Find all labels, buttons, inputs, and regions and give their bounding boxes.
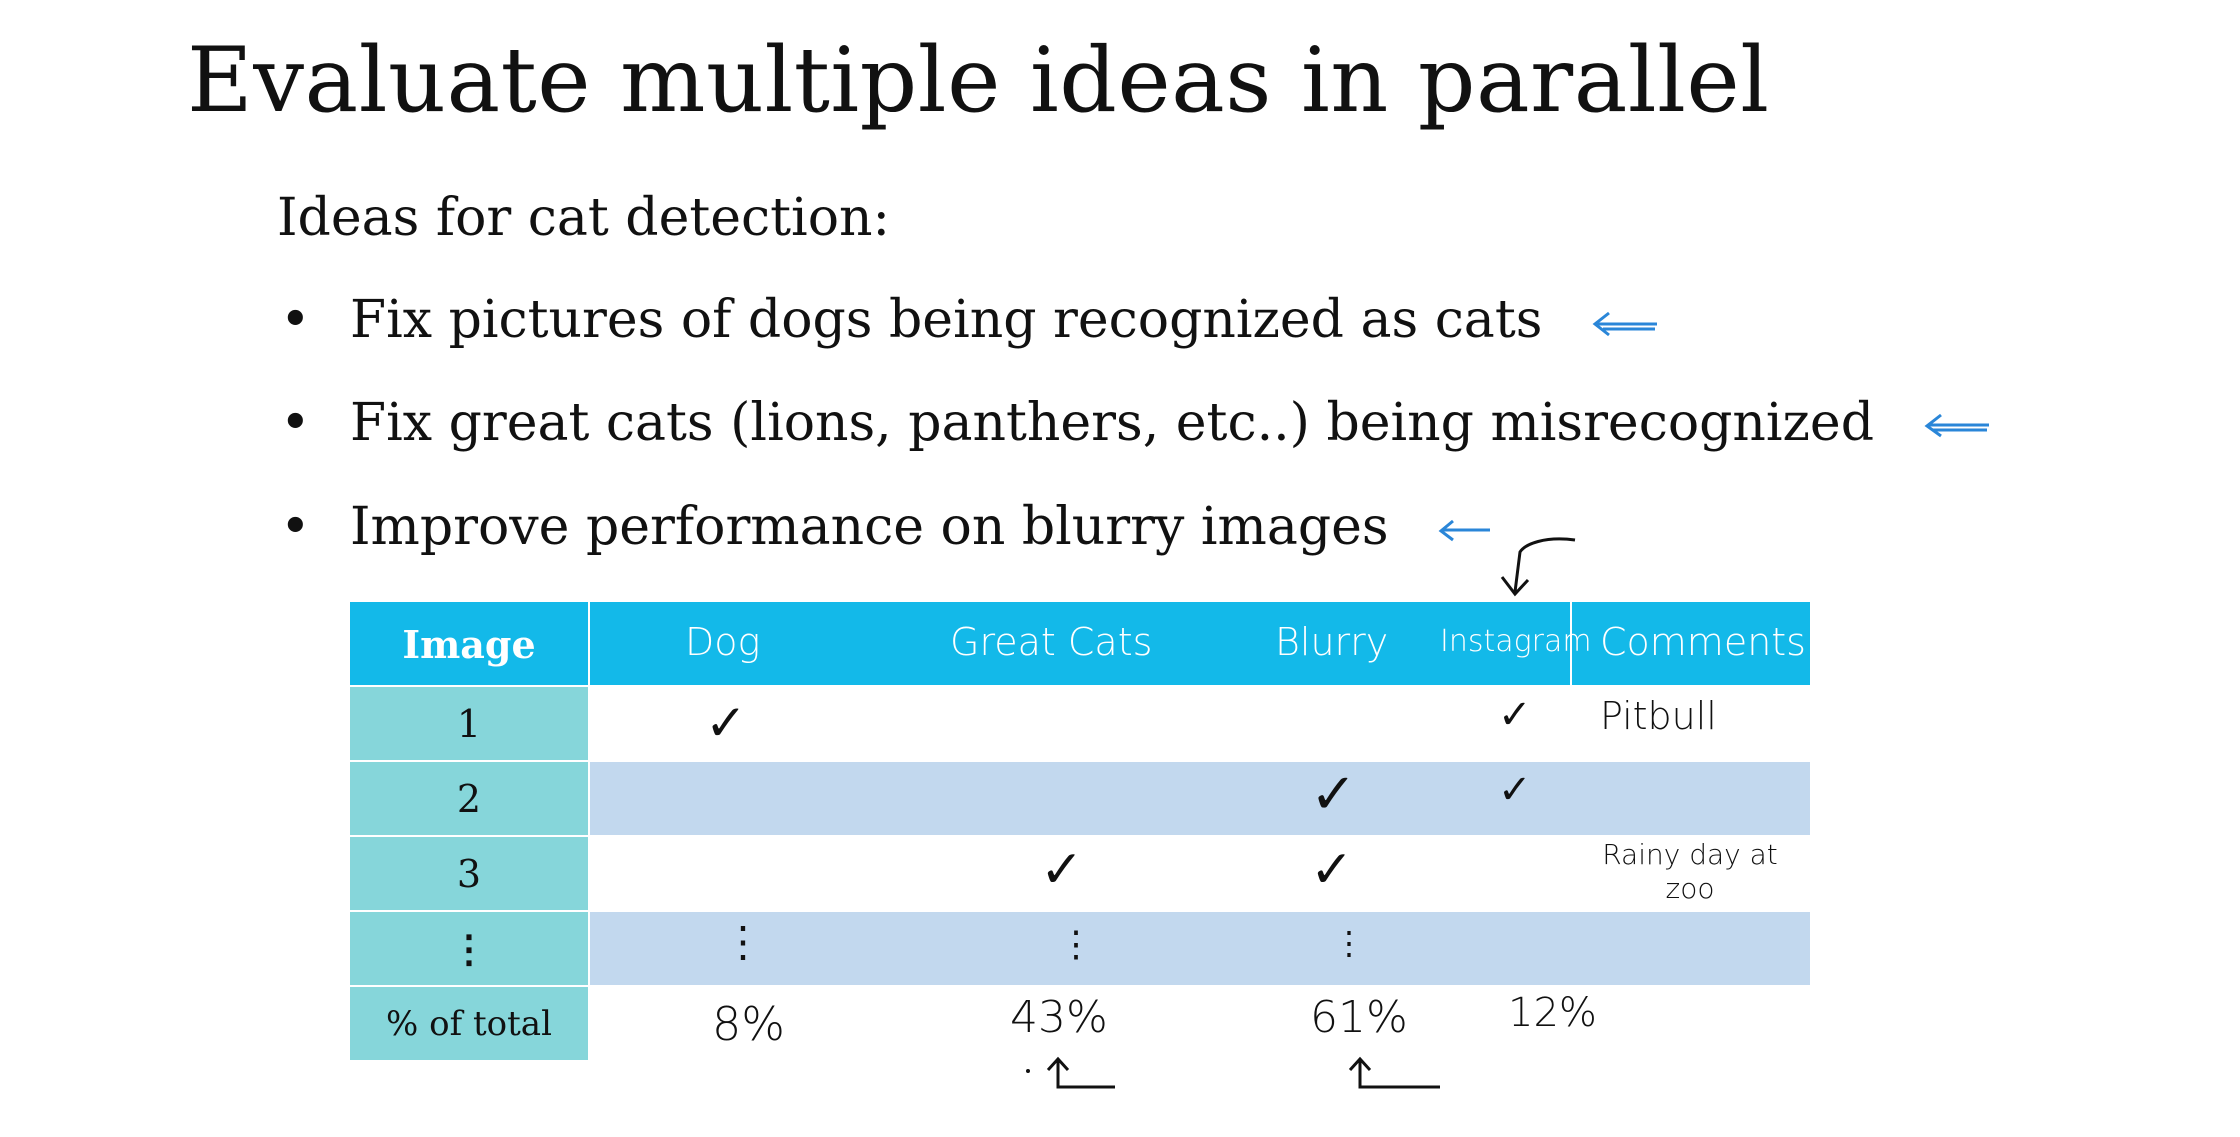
header-image-cell — [350, 602, 588, 685]
bullet-dot: • — [280, 290, 311, 350]
bullet-dot: • — [280, 497, 311, 557]
header-dog: Dog — [685, 620, 761, 664]
table-row — [590, 837, 1810, 910]
comment-text: Rainy day at zoo — [1602, 838, 1778, 905]
down-arrow-icon — [1500, 537, 1576, 597]
bullet-item: • Improve performance on blurry images — [280, 497, 1495, 557]
bullet-text: Improve performance on blurry images — [350, 497, 1389, 557]
left-arrow-icon — [1592, 311, 1657, 336]
bullet-text: Fix pictures of dogs being recognized as… — [350, 290, 1543, 350]
total-great-cats: 43% — [1010, 992, 1108, 1043]
total-dog: 8% — [712, 997, 785, 1051]
up-arrow-icon — [1348, 1056, 1440, 1089]
left-arrow-icon — [1438, 519, 1491, 541]
row-label: 1 — [350, 687, 588, 760]
ellipsis-mark: ⋮ — [722, 917, 764, 966]
total-blurry: 61% — [1310, 992, 1408, 1043]
up-arrow-icon — [1026, 1056, 1115, 1089]
check-mark: ✓ — [705, 694, 747, 752]
header-blurry: Blurry — [1275, 620, 1389, 664]
ellipsis-mark: ⋮ — [1333, 924, 1365, 962]
check-mark: ✓ — [1040, 840, 1084, 900]
header-instagram: Instagram — [1440, 624, 1592, 659]
row-label: 2 — [350, 762, 588, 835]
check-mark: ✓ — [1498, 692, 1532, 738]
error-analysis-table: Image Dog Great Cats Blurry Instagram Co… — [350, 602, 1810, 1061]
check-mark: ✓ — [1498, 767, 1532, 813]
table-row — [590, 762, 1810, 835]
bullet-item: • Fix great cats (lions, panthers, etc..)… — [280, 393, 1991, 453]
comment-text: Pitbull — [1600, 694, 1717, 738]
slide-title: Evaluate multiple ideas in parallel — [187, 28, 1770, 133]
check-mark: ✓ — [1310, 762, 1357, 827]
bullet-text: Fix great cats (lions, panthers, etc..) … — [350, 393, 1874, 453]
header-comments-cell — [1572, 602, 1810, 685]
bullet-dot: • — [280, 393, 311, 453]
row-label: ⋮ — [350, 912, 588, 985]
ideas-heading: Ideas for cat detection: — [277, 188, 891, 248]
left-arrow-icon — [1924, 413, 1989, 437]
total-instagram: 12% — [1508, 990, 1597, 1036]
ellipsis-mark: ⋮ — [1058, 924, 1094, 965]
row-label: 3 — [350, 837, 588, 910]
header-great-cats: Great Cats — [950, 620, 1153, 664]
bullet-item: • Fix pictures of dogs being recognized a… — [280, 290, 1659, 350]
check-mark: ✓ — [1310, 840, 1354, 900]
header-comments: Comments — [1600, 620, 1806, 664]
header-categories-cell — [590, 602, 1570, 685]
table-row — [590, 687, 1810, 760]
header-image: Image — [402, 622, 536, 667]
table-row — [590, 912, 1810, 985]
total-label: % of total — [350, 987, 588, 1060]
